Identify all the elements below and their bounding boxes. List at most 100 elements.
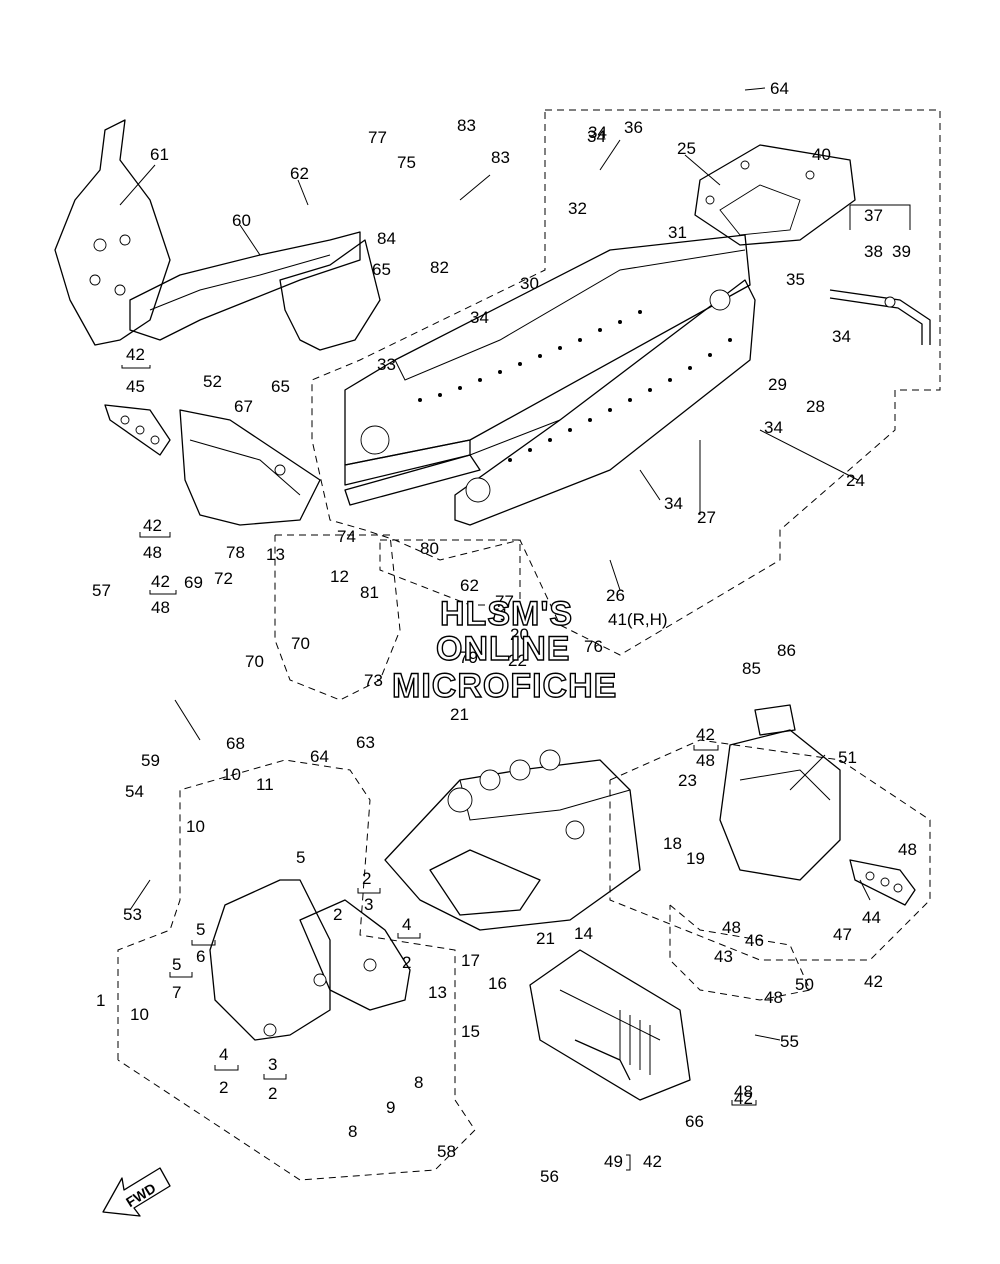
- frame-rail-assembly: [344, 234, 756, 526]
- cover-50: [719, 704, 841, 881]
- callout: 2: [268, 1084, 277, 1103]
- callout: 46: [745, 931, 764, 950]
- callout: 34: [470, 308, 489, 327]
- callout: 41(R,H): [608, 610, 668, 629]
- callout: 42: [151, 572, 170, 591]
- callout: 58: [437, 1142, 456, 1161]
- callout: 47: [833, 925, 852, 944]
- callout: 33: [377, 355, 396, 374]
- callout: 52: [203, 372, 222, 391]
- callout: 13: [266, 545, 285, 564]
- callout: 59: [141, 751, 160, 770]
- callout: 43: [714, 947, 733, 966]
- callout: 26: [606, 586, 625, 605]
- callout: 8: [414, 1073, 423, 1092]
- callout: 27: [697, 508, 716, 527]
- callout: 48: [696, 751, 715, 770]
- callout: 50: [795, 975, 814, 994]
- callout: 17: [461, 951, 480, 970]
- callout: 70: [245, 652, 264, 671]
- callout: 5: [172, 955, 181, 974]
- callout: 3: [268, 1055, 277, 1074]
- callout: 49: [604, 1152, 623, 1171]
- callout: 2: [219, 1078, 228, 1097]
- callout: 10: [222, 765, 241, 784]
- callout: 38: [864, 242, 883, 261]
- callout-labels: 1 2 2 2 2 2 3 3 4 4 5 5 5 6 7 8 8 9 10 1…: [92, 79, 917, 1186]
- callout: 64: [770, 79, 789, 98]
- callout: 19: [686, 849, 705, 868]
- callout: 84: [377, 229, 396, 248]
- callout: 39: [892, 242, 911, 261]
- callout: 14: [574, 924, 593, 943]
- callout: 2: [362, 869, 371, 888]
- callout: 22: [508, 651, 527, 670]
- callout: 25: [677, 139, 696, 158]
- callout: 82: [430, 258, 449, 277]
- callout: 44: [862, 908, 881, 927]
- callout: 20: [510, 625, 529, 644]
- fwd-arrow-icon: FWD: [102, 1167, 171, 1217]
- callout: 71: [490, 605, 509, 624]
- callout: 16: [488, 974, 507, 993]
- callout: 70: [291, 634, 310, 653]
- callout: 86: [777, 641, 796, 660]
- callout: 6: [196, 947, 205, 966]
- bracket-51: [104, 404, 321, 526]
- callout: 42: [643, 1152, 662, 1171]
- callout: 42: [696, 725, 715, 744]
- callout: 67: [234, 397, 253, 416]
- front-structure-60-59: [54, 119, 381, 351]
- callout: 4: [219, 1045, 228, 1064]
- callout: 76: [584, 637, 603, 656]
- callout: 62: [460, 576, 479, 595]
- callout: 65: [372, 260, 391, 279]
- callout: 80: [420, 539, 439, 558]
- callout: 40: [812, 145, 831, 164]
- callout: 8: [348, 1122, 357, 1141]
- callout: 7: [172, 983, 181, 1002]
- callout: 69: [184, 573, 203, 592]
- callout: 36: [624, 118, 643, 137]
- callout: 24: [846, 471, 865, 490]
- callout: 9: [386, 1098, 395, 1117]
- callout: 55: [780, 1032, 799, 1051]
- watermark: HLSM'S ONLINE MICROFICHE: [391, 594, 617, 705]
- fwd-label: FWD: [123, 1180, 159, 1210]
- callout: 68: [226, 734, 245, 753]
- callout: 2: [402, 953, 411, 972]
- callout: 21: [536, 929, 555, 948]
- callout: 34: [588, 123, 607, 142]
- front-arm-assembly-1: [209, 879, 411, 1041]
- callout: 45: [126, 377, 145, 396]
- callout: 79: [459, 648, 478, 667]
- callout: 1: [96, 991, 105, 1010]
- callout: 5: [296, 848, 305, 867]
- callout: 75: [397, 153, 416, 172]
- watermark-line-2: ONLINE: [436, 630, 570, 668]
- callout: 63: [356, 733, 375, 752]
- callout: 64: [310, 747, 329, 766]
- callout: 53: [123, 905, 142, 924]
- callout: 15: [461, 1022, 480, 1041]
- callout: 51: [838, 748, 857, 767]
- callout: 42: [734, 1089, 753, 1108]
- callout: 83: [491, 148, 510, 167]
- callout: 77: [368, 128, 387, 147]
- callout: 60: [232, 211, 251, 230]
- plate-44: [849, 859, 916, 906]
- callout: 74: [337, 527, 356, 546]
- callout: 34: [832, 327, 851, 346]
- callout: 78: [226, 543, 245, 562]
- callout: 34: [764, 418, 783, 437]
- callout: 65: [271, 377, 290, 396]
- callout: 37: [864, 206, 883, 225]
- callout: 21: [450, 705, 469, 724]
- callout: 81: [360, 583, 379, 602]
- callout: 35: [786, 270, 805, 289]
- callout: 42: [864, 972, 883, 991]
- callout: 77: [495, 592, 514, 611]
- callout: 2: [333, 905, 342, 924]
- callout: 42: [126, 345, 145, 364]
- callout: 28: [806, 397, 825, 416]
